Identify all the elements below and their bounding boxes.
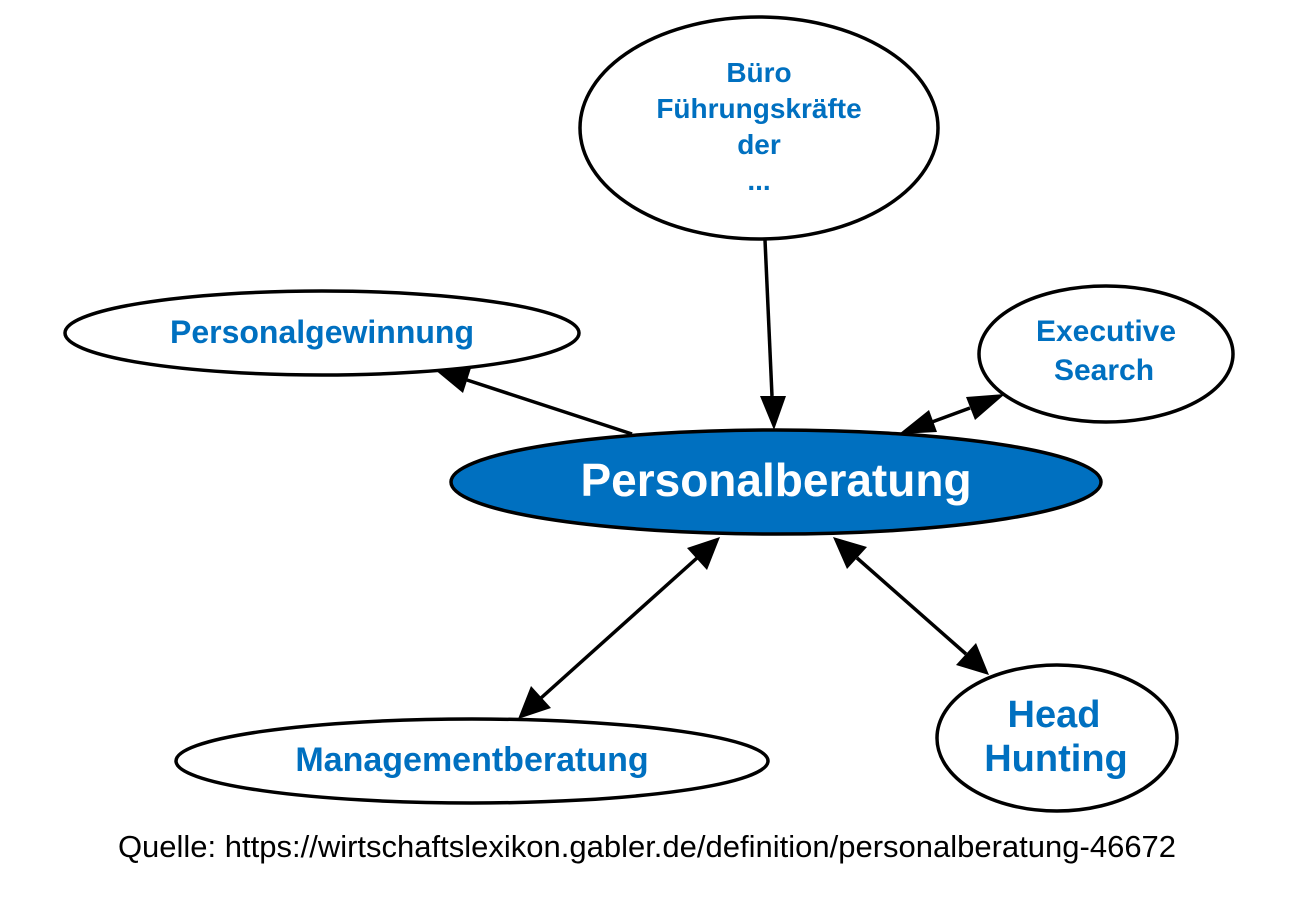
node-executive-search: Executive Search xyxy=(977,284,1235,424)
node-managementberatung: Managementberatung xyxy=(174,717,770,805)
node-personalberatung-center: Personalberatung xyxy=(449,428,1103,536)
node-executive-line-2: Search xyxy=(1054,354,1154,387)
arrowhead-center-from-headhunting xyxy=(833,537,867,569)
node-buero-line-3: der xyxy=(737,129,781,160)
arrowhead-headhunting xyxy=(956,643,989,675)
arrowhead-center-from-buero xyxy=(760,396,786,430)
edge-center-headhunting xyxy=(855,556,968,656)
arrowhead-personalgewinnung xyxy=(434,368,471,393)
node-personalgewinnung: Personalgewinnung xyxy=(63,289,581,377)
node-buero-line-2: Führungskräfte xyxy=(656,93,861,124)
edge-center-executive xyxy=(931,406,971,424)
node-executive-line-1: Executive xyxy=(1036,315,1176,348)
arrowhead-management xyxy=(518,686,551,719)
source-citation: Quelle: https://wirtschaftslexikon.gable… xyxy=(118,829,1176,864)
node-personalgewinnung-label: Personalgewinnung xyxy=(170,314,474,350)
node-buero: Büro Führungskräfte der ... xyxy=(578,15,940,241)
edges xyxy=(434,239,1005,719)
node-headhunting-line-2: Hunting xyxy=(984,738,1128,780)
node-head-hunting: Head Hunting xyxy=(935,663,1179,813)
node-management-label: Managementberatung xyxy=(295,741,648,779)
node-buero-line-1: Büro xyxy=(726,57,791,88)
arrowhead-center-from-executive xyxy=(899,410,937,434)
node-center-label: Personalberatung xyxy=(580,454,971,506)
edge-buero-to-center xyxy=(763,239,774,397)
arrowhead-executive xyxy=(966,394,1005,420)
node-headhunting-line-1: Head xyxy=(1008,694,1101,736)
arrowhead-center-from-management xyxy=(687,537,720,570)
edge-center-management xyxy=(539,556,699,700)
edge-center-to-personalgewinnung xyxy=(466,378,633,436)
node-buero-line-4: ... xyxy=(747,165,770,196)
